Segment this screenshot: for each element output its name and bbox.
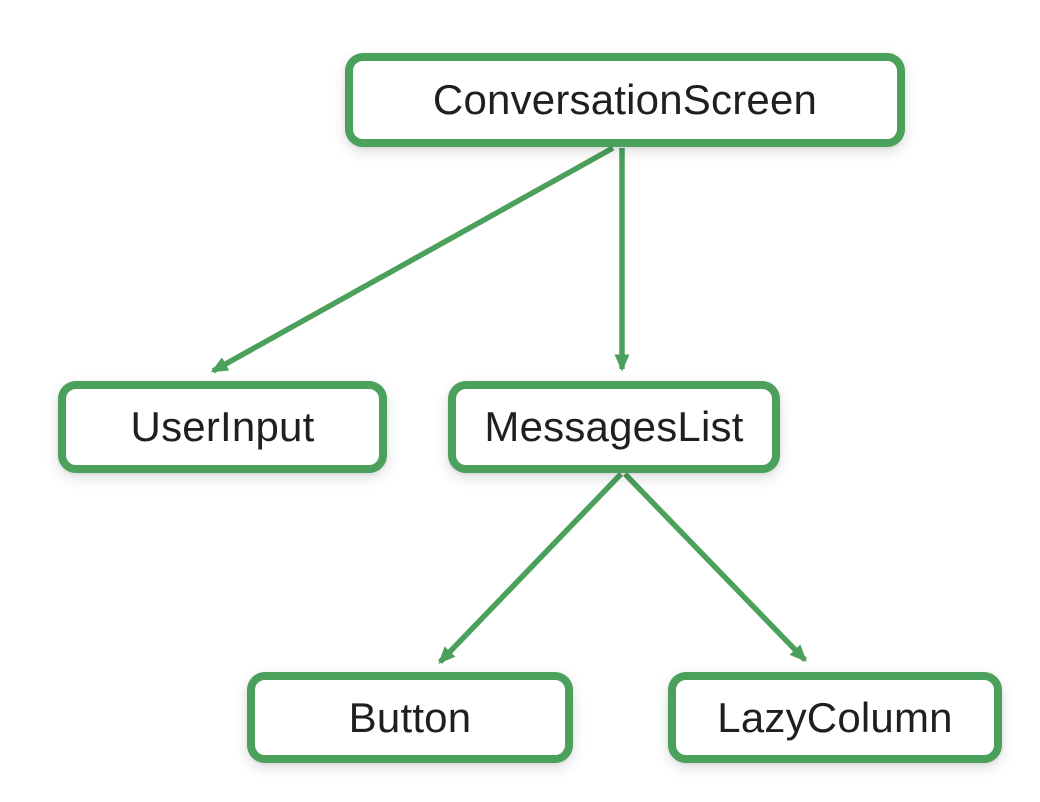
edge-messageslist-to-button: [438, 472, 623, 664]
node-button: Button: [247, 672, 573, 763]
node-user-input: UserInput: [58, 381, 387, 473]
node-user-input-label: UserInput: [130, 403, 315, 450]
edge-messageslist-to-lazycolumn: [623, 472, 807, 662]
node-conversation-screen-label: ConversationScreen: [432, 76, 818, 123]
node-messages-list-label: MessagesList: [484, 403, 744, 450]
edge-conversationscreen-to-userinput: [210, 145, 615, 374]
node-conversation-screen: ConversationScreen: [345, 53, 905, 147]
node-lazy-column-label: LazyColumn: [717, 693, 953, 741]
node-button-label: Button: [348, 693, 472, 741]
node-lazy-column: LazyColumn: [668, 672, 1002, 763]
node-messages-list: MessagesList: [448, 381, 780, 473]
